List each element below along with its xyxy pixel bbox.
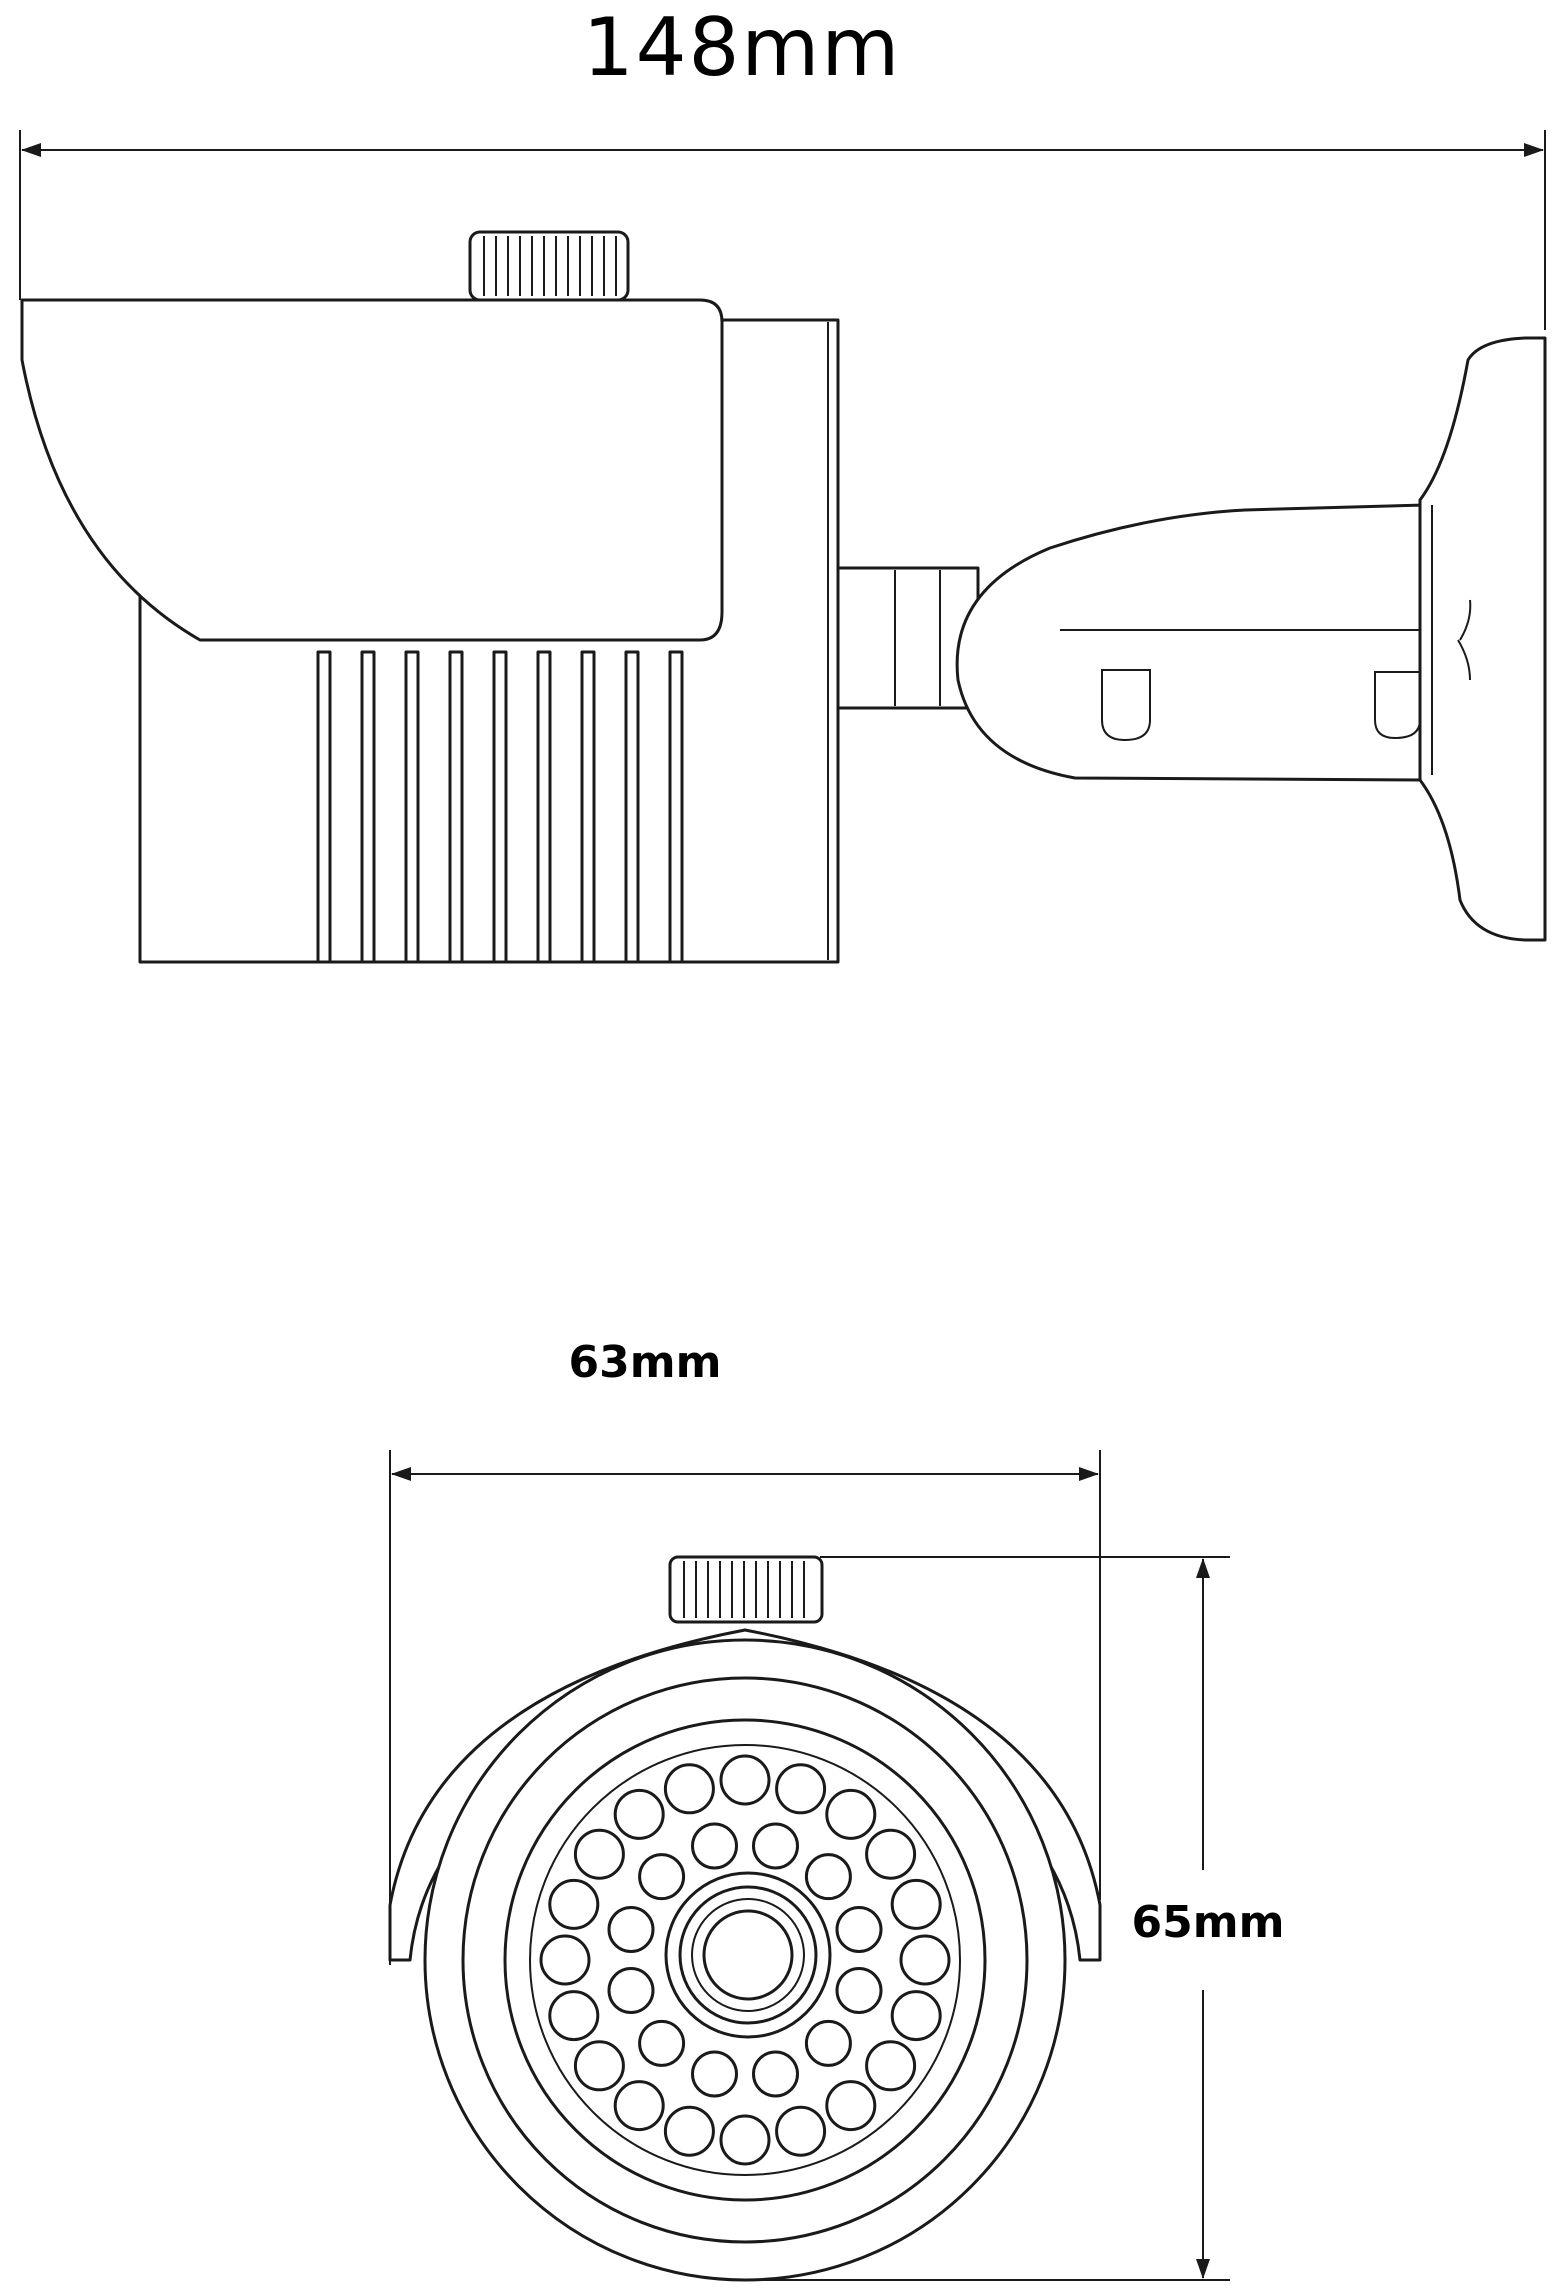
bracket-stem bbox=[836, 566, 980, 710]
front-top-knob bbox=[668, 1555, 824, 1624]
ir-led bbox=[890, 1878, 942, 1930]
ir-led bbox=[825, 1788, 877, 1840]
led-board-inner-ring bbox=[529, 1744, 961, 2176]
sun-shield bbox=[20, 298, 724, 642]
led-board-ring bbox=[503, 1718, 987, 2202]
ir-led bbox=[539, 1934, 591, 1986]
ir-led bbox=[719, 2114, 771, 2166]
ir-led bbox=[804, 1853, 852, 1901]
bracket-arm bbox=[955, 503, 1427, 782]
front-body-inner-ring bbox=[461, 1676, 1029, 2244]
ir-led bbox=[752, 1822, 799, 1870]
wall-mount-base bbox=[1418, 336, 1547, 942]
top-adjust-knob bbox=[468, 230, 630, 302]
ir-led bbox=[548, 1990, 600, 2042]
front-view: 63mm 65mm bbox=[388, 1337, 1285, 2282]
camera-lens bbox=[664, 1871, 832, 2039]
ir-led bbox=[663, 1763, 715, 1815]
ir-led-array bbox=[539, 1754, 951, 2166]
ir-led bbox=[890, 1990, 942, 2042]
ir-led bbox=[573, 1828, 625, 1880]
ir-led bbox=[899, 1934, 951, 1986]
ir-led bbox=[613, 2080, 665, 2132]
heat-sink-fins bbox=[316, 650, 684, 964]
front-height-label: 65mm bbox=[1132, 1897, 1285, 1948]
ir-led bbox=[825, 2080, 877, 2132]
ir-led bbox=[638, 1853, 686, 1901]
ir-led bbox=[691, 1822, 738, 1870]
front-width-label: 63mm bbox=[569, 1337, 722, 1388]
ir-led bbox=[835, 1906, 883, 1953]
side-view: 148mm bbox=[19, 1, 1547, 964]
ir-led bbox=[865, 2040, 917, 2092]
ir-led bbox=[638, 2019, 686, 2067]
ir-led bbox=[804, 2019, 852, 2067]
ir-led bbox=[752, 2050, 799, 2098]
ir-led bbox=[607, 1906, 655, 1953]
overall-length-label: 148mm bbox=[583, 1, 902, 94]
ir-led bbox=[607, 1967, 655, 2014]
ir-led bbox=[775, 1763, 827, 1815]
ir-led bbox=[719, 1754, 771, 1806]
ir-led bbox=[613, 1788, 665, 1840]
ir-led bbox=[865, 1828, 917, 1880]
ir-led bbox=[573, 2040, 625, 2092]
ir-led bbox=[691, 2050, 738, 2098]
ir-led bbox=[835, 1967, 883, 2014]
ir-led bbox=[548, 1878, 600, 1930]
ir-led bbox=[775, 2105, 827, 2157]
bracket-slot-left bbox=[1101, 669, 1151, 742]
ir-led bbox=[663, 2105, 715, 2157]
